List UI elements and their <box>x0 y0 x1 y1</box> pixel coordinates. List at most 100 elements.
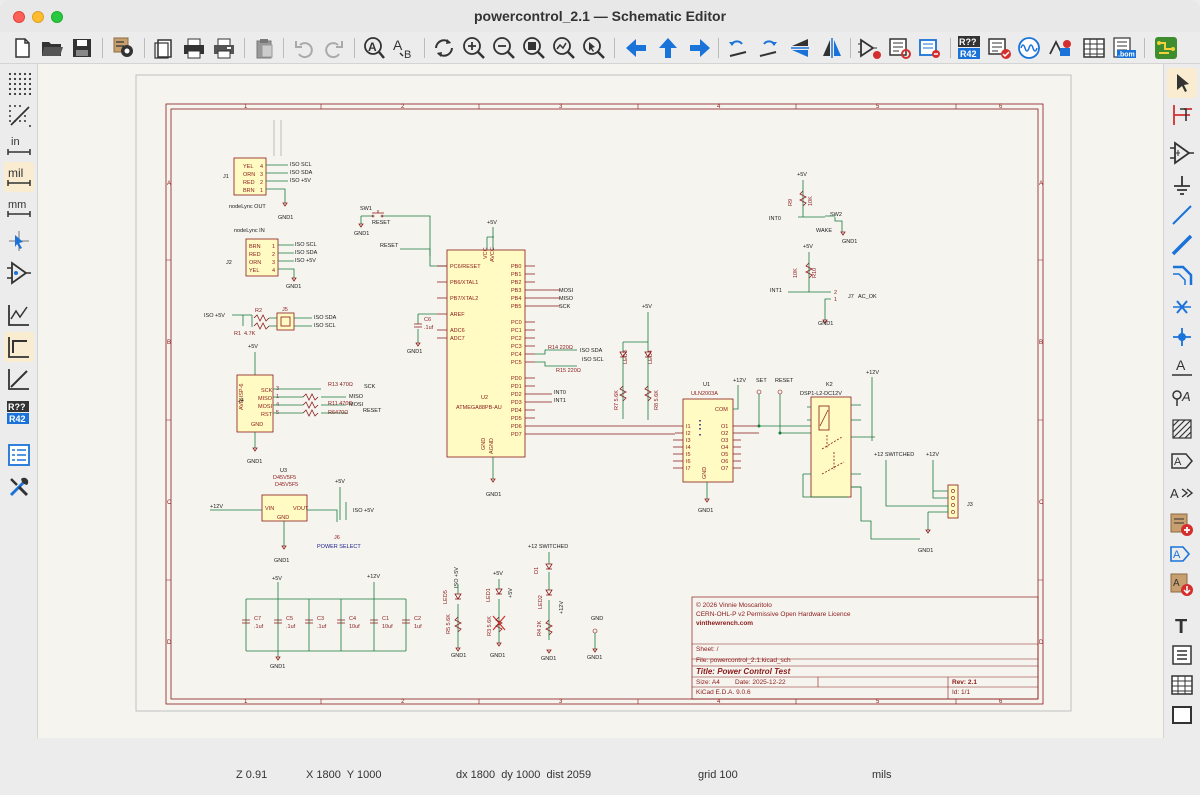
zoom-selection-button[interactable] <box>580 34 608 62</box>
add-class-directive-button[interactable]: A <box>1167 382 1197 412</box>
add-rule-area-button[interactable] <box>1167 414 1197 444</box>
add-hierarchical-label-button[interactable]: A <box>1167 478 1197 508</box>
open-file-button[interactable] <box>38 34 66 62</box>
navigate-forward-button[interactable] <box>686 34 714 62</box>
find-button[interactable]: A <box>360 34 388 62</box>
paste-button[interactable] <box>250 34 278 62</box>
schematic-setup-button[interactable] <box>110 34 138 62</box>
undo-icon <box>295 41 313 59</box>
add-power-button[interactable] <box>1167 170 1197 200</box>
cursor-style-button[interactable] <box>4 226 34 256</box>
undo-button[interactable] <box>290 34 318 62</box>
footprint-assign-button[interactable] <box>916 34 944 62</box>
properties-panel-button[interactable] <box>4 472 34 502</box>
connector-j7[interactable]: +5V 10K R10 INT1 2 1 J7 AC_OK GND1 <box>770 244 877 327</box>
rotate-cw-button[interactable] <box>754 34 782 62</box>
pcb-editor-button[interactable] <box>1152 34 1180 62</box>
simulator-button[interactable] <box>1016 34 1044 62</box>
units-mils-button[interactable]: mil <box>4 162 34 192</box>
show-pin-electrical-type-button[interactable] <box>4 258 34 288</box>
select-tool-button[interactable] <box>1167 68 1197 98</box>
capacitor-bank[interactable]: +5V +12V C7 .1uf C5 .1uf C3 .1uf C4 10uf… <box>242 574 422 670</box>
zoom-in-button[interactable] <box>460 34 488 62</box>
add-net-label-button[interactable]: A <box>1167 352 1197 382</box>
add-junction-button[interactable] <box>1167 322 1197 352</box>
svg-text:O3: O3 <box>721 438 728 444</box>
simulator-probe-button[interactable] <box>4 300 34 330</box>
refresh-button[interactable] <box>430 34 458 62</box>
add-no-connect-button[interactable] <box>1167 292 1197 322</box>
add-bus-button[interactable] <box>1167 230 1197 260</box>
import-sheet-pin-button[interactable]: A <box>1167 570 1197 600</box>
status-leds[interactable]: +5V LED3 LED4 R7 5.6K R8 5.6K <box>614 304 660 420</box>
fields-editor-button[interactable] <box>1080 34 1108 62</box>
connector-j2[interactable]: BRN RED ORN YEL 1 2 3 4 ISO SCL ISO SDA … <box>226 228 318 290</box>
switch-sw2[interactable]: +5V R9 10K INT0 SW2 WAKE GND1 <box>769 172 857 245</box>
indicator-leds[interactable]: ISO +5V LED5 R5 5.6K GND1 +5V LED1 R3 5.… <box>443 544 603 662</box>
add-textbox-button[interactable] <box>1167 640 1197 670</box>
print-button[interactable] <box>180 34 208 62</box>
svg-text:PC1: PC1 <box>511 328 522 334</box>
hierarchy-navigator-button[interactable] <box>4 440 34 470</box>
annotation-toggle-button[interactable]: R??R42 <box>4 398 34 428</box>
line-mode-45-button[interactable] <box>4 364 34 394</box>
schematic-setup-icon <box>113 37 133 57</box>
symbol-editor-button[interactable] <box>856 34 884 62</box>
add-sheet-pin-button[interactable]: A <box>1167 540 1197 570</box>
relay-k2[interactable]: K2 DSP1-L2-DC12V +12V <box>800 370 920 540</box>
close-window-button[interactable] <box>13 11 25 23</box>
add-sheet-button[interactable] <box>1167 510 1197 540</box>
svg-text:ISO SCL: ISO SCL <box>290 162 312 168</box>
units-mm-button[interactable]: mm <box>4 194 34 224</box>
line-mode-90-button[interactable] <box>4 332 34 362</box>
erc-button[interactable] <box>986 34 1014 62</box>
regulator-u3[interactable]: U3 D45V5F5 D45V5F5 VIN VOUT GND +12V +5V… <box>210 468 374 564</box>
zoom-objects-button[interactable] <box>550 34 578 62</box>
highlight-net-button[interactable] <box>1167 100 1197 130</box>
bom-button[interactable]: .bom <box>1110 34 1138 62</box>
symbol-library-button[interactable] <box>886 34 914 62</box>
connector-j3[interactable]: +12 SWITCHED +12V J3 GND1 <box>874 452 973 554</box>
add-wire-button[interactable] <box>1167 200 1197 230</box>
add-symbol-button[interactable] <box>1167 138 1197 168</box>
redo-button[interactable] <box>320 34 348 62</box>
plot-button[interactable] <box>210 34 238 62</box>
add-global-label-button[interactable]: A <box>1167 446 1197 476</box>
add-text-button[interactable]: T <box>1167 610 1197 640</box>
connector-j1[interactable]: YEL ORN RED BRN 4 3 2 1 ISO SCL ISO SDA … <box>223 120 313 221</box>
svg-text:J1: J1 <box>223 174 229 180</box>
status-cursor: X 1800 Y 1000 <box>306 769 382 781</box>
zoom-out-button[interactable] <box>490 34 518 62</box>
netlist-button[interactable] <box>1046 34 1074 62</box>
border-col-6-bottom: 6 <box>999 699 1003 705</box>
svg-text:A: A <box>1181 389 1191 404</box>
border-col-1: 1 <box>244 104 248 110</box>
rotate-ccw-button[interactable] <box>724 34 752 62</box>
mcu-u2[interactable]: +5V VCC AVCC PC6/RESET PB6/XTAL1 PB7/XTA… <box>407 220 675 498</box>
mirror-horizontal-button[interactable] <box>818 34 846 62</box>
add-bus-entry-button[interactable] <box>1167 260 1197 290</box>
schematic-canvas[interactable]: 1 2 3 4 5 6 1 2 3 4 5 6 A B C D A B C D <box>38 64 1163 738</box>
maximize-window-button[interactable] <box>51 11 63 23</box>
switch-sw1[interactable]: SW1 RESET GND1 RESET <box>354 206 447 267</box>
zoom-fit-button[interactable] <box>520 34 548 62</box>
mirror-vertical-button[interactable] <box>786 34 814 62</box>
save-button[interactable] <box>68 34 96 62</box>
navigate-up-button[interactable] <box>654 34 682 62</box>
svg-text:2: 2 <box>272 252 275 258</box>
toggle-grid-button[interactable] <box>4 68 34 98</box>
new-file-button[interactable] <box>8 34 36 62</box>
grid-overrides-button[interactable] <box>4 100 34 130</box>
connector-j4[interactable]: +5V AVR-ISP-6 J4 SCK MISO MOSI RST 3 1 4… <box>236 344 382 465</box>
units-inches-button[interactable]: in <box>4 132 34 162</box>
navigate-back-button[interactable] <box>622 34 650 62</box>
page-settings-button[interactable] <box>150 34 178 62</box>
add-table-button[interactable] <box>1167 670 1197 700</box>
add-rectangle-button[interactable] <box>1167 700 1197 730</box>
minimize-window-button[interactable] <box>32 11 44 23</box>
annotate-button[interactable]: R??R42 <box>956 34 984 62</box>
add-symbol-icon <box>1170 141 1194 165</box>
driver-u1[interactable]: U1 ULN2003A COM I1 I2 I3 I4 I5 I6 I7 O1 … <box>673 378 811 514</box>
connector-j5[interactable]: ISO +5V R2 R1 4.7K J5 ISO SDA ISO SCL <box>204 307 337 337</box>
